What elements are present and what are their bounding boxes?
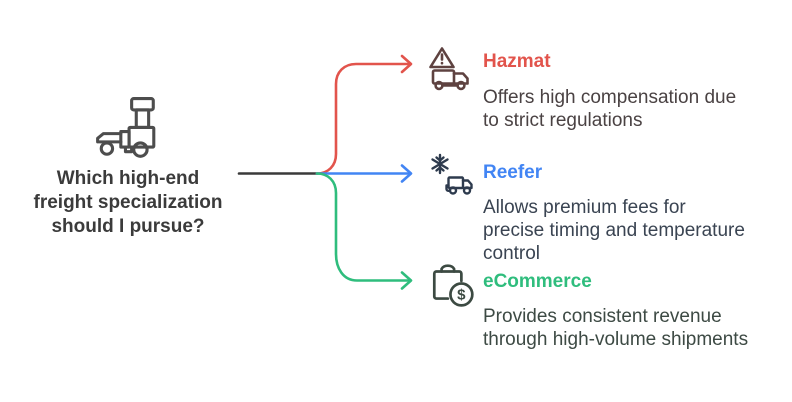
dollar-glyph: $: [457, 287, 466, 304]
hazmat-branch-line: [315, 54, 413, 175]
reefer-label: Reefer: [483, 162, 543, 183]
hazmat-label: Hazmat: [483, 51, 551, 72]
shopping-bag-dollar-icon: $: [432, 264, 474, 307]
question-line: freight specialization: [33, 192, 223, 213]
question-line: Which high-end: [56, 168, 200, 189]
pallet-jack-icon: [96, 97, 156, 158]
ecommerce-arrowhead-icon: [400, 271, 413, 290]
ecommerce-branch-line: [315, 172, 413, 290]
ecommerce-description: Provides consistent revenue through high…: [483, 306, 749, 350]
snowflake-reefer-truck-icon: [431, 153, 473, 195]
reefer-description: Allows premium fees for precise timing a…: [483, 197, 745, 264]
question-text: Which high-end freight specialization sh…: [18, 167, 238, 239]
question-line: should I pursue?: [51, 216, 205, 237]
hazmat-arrowhead-icon: [400, 54, 413, 74]
reefer-arrowhead-icon: [400, 164, 413, 183]
hazmat-truck-warning-icon: [429, 47, 469, 91]
ecommerce-label: eCommerce: [483, 271, 592, 292]
hazmat-description: Offers high compensation due to strict r…: [483, 87, 737, 131]
reefer-branch-line: [315, 164, 413, 183]
